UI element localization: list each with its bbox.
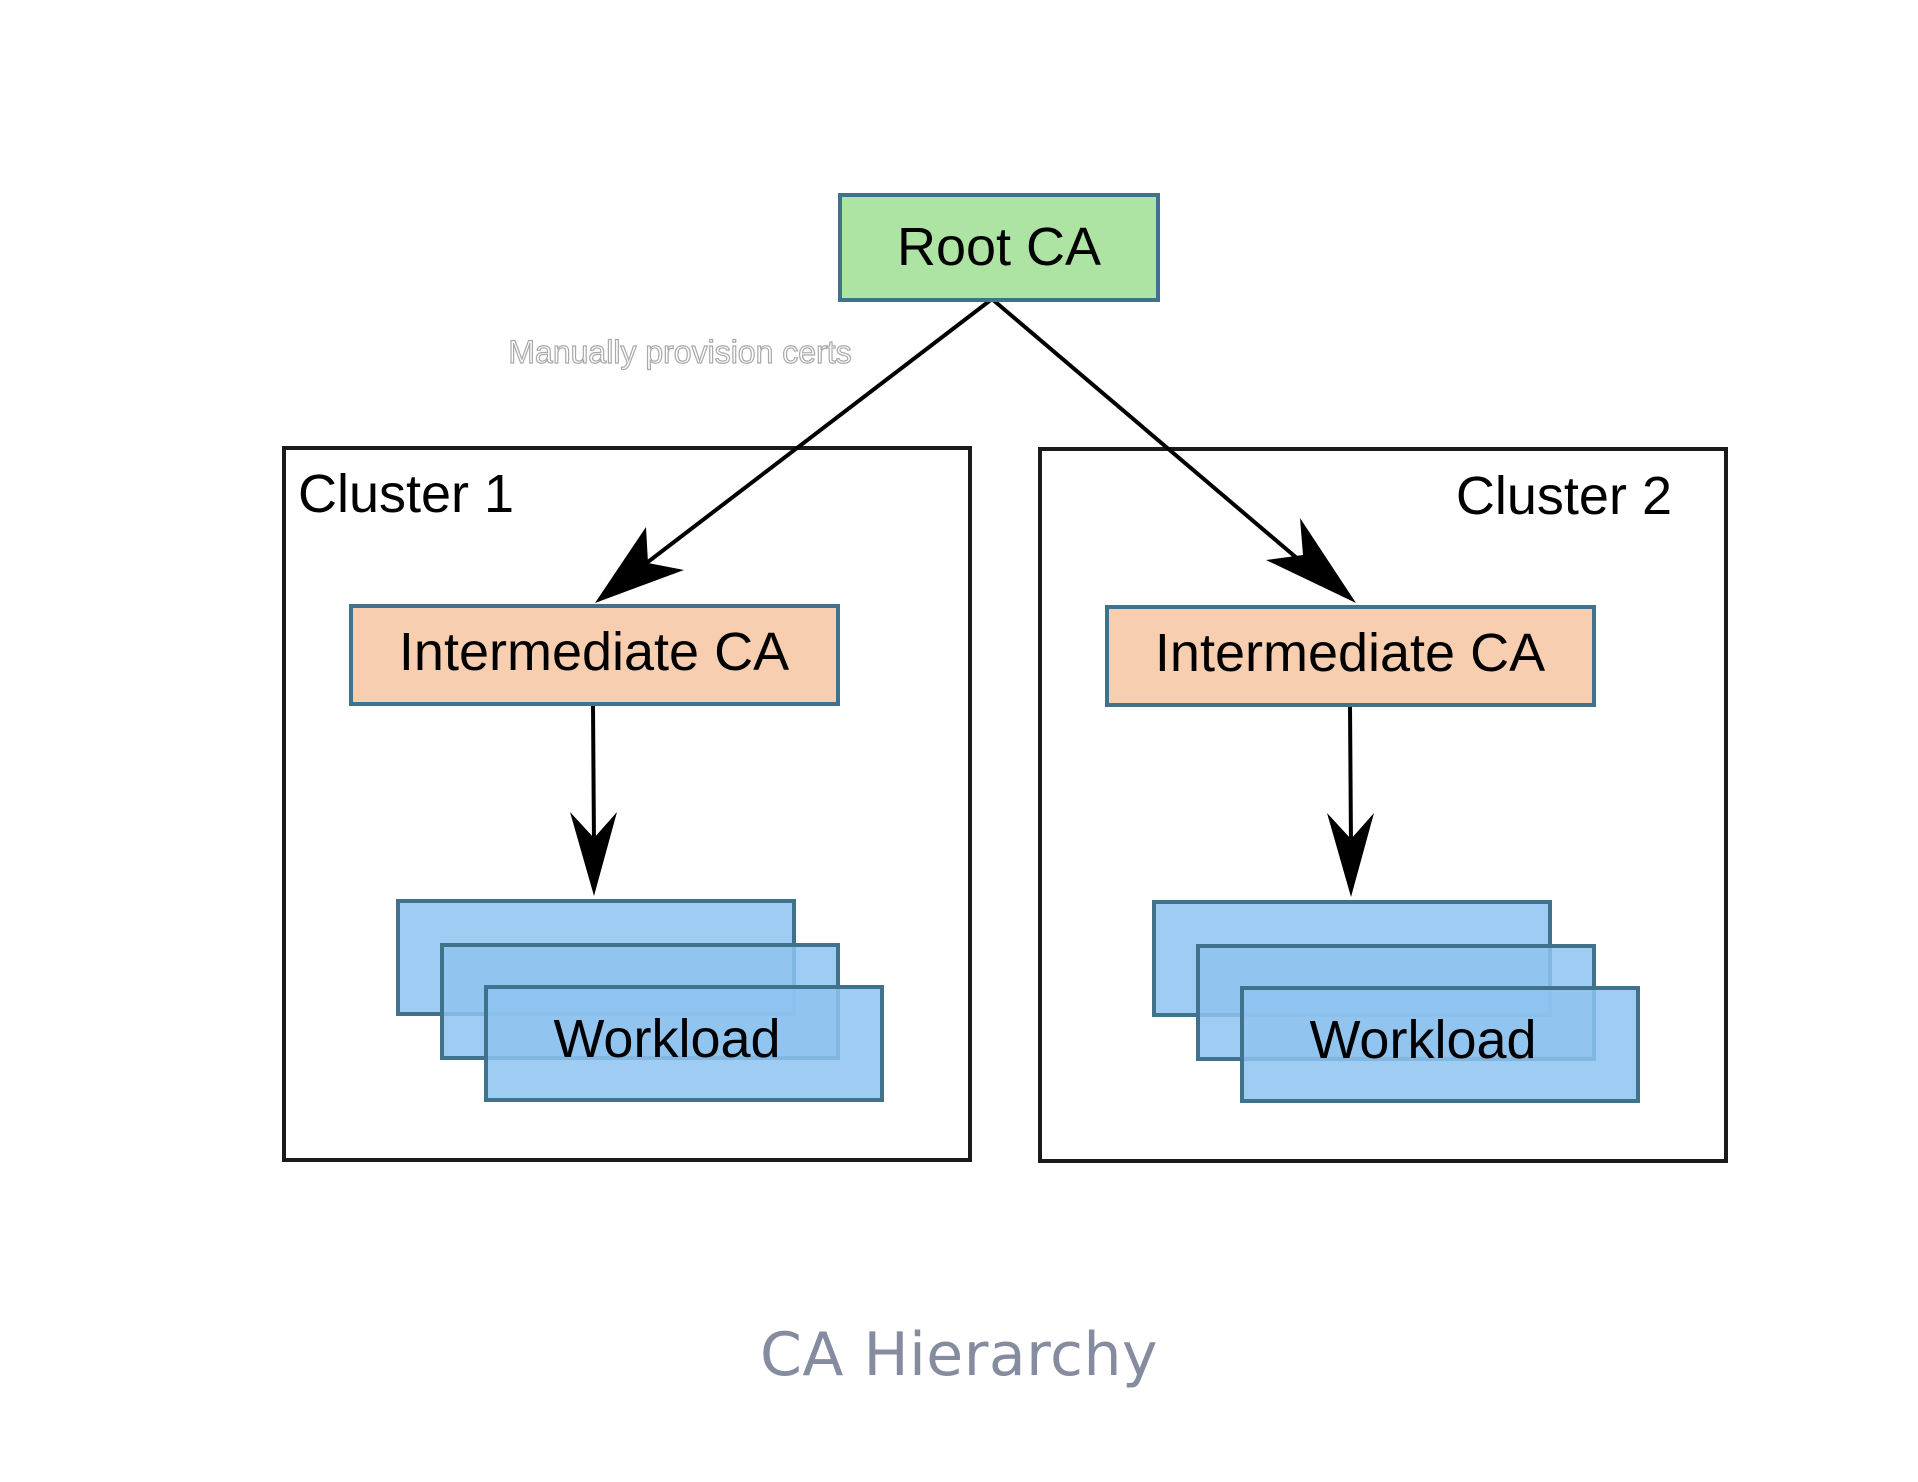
workload-card-front [1240, 986, 1640, 1103]
arrowhead-icon [570, 812, 617, 896]
intermediate-ca-2-label: Intermediate CA [1155, 623, 1545, 683]
edge-label-manual-provision: Manually provision certs [508, 334, 851, 370]
workload-2-label: Workload [1309, 1010, 1536, 1070]
workload-stack-2[interactable]: Workload [1152, 900, 1640, 1103]
edge-intermediate-1-to-workload [570, 704, 617, 896]
cluster-2-label: Cluster 2 [1456, 466, 1672, 526]
arrowhead-icon [595, 527, 684, 603]
workload-1-label: Workload [553, 1009, 780, 1069]
intermediate-ca-1-label: Intermediate CA [399, 622, 789, 682]
edge-root-to-intermediate-1 [595, 297, 994, 603]
cluster-1-border [282, 446, 972, 1162]
workload-card-front [484, 985, 884, 1102]
root-ca-node[interactable]: Root CA [838, 193, 1160, 302]
root-ca-label: Root CA [897, 217, 1101, 277]
edge-intermediate-2-to-workload [1327, 705, 1374, 897]
arrowhead-icon [1266, 518, 1356, 603]
cluster-1: Cluster 1 [282, 446, 972, 1162]
intermediate-ca-node-1[interactable]: Intermediate CA [349, 604, 840, 706]
cluster-2: Cluster 2 [1038, 447, 1728, 1163]
figure-caption: CA Hierarchy [759, 1320, 1159, 1390]
edge-root-to-intermediate-2 [990, 297, 1356, 603]
arrowhead-icon [1327, 813, 1374, 897]
intermediate-ca-node-2[interactable]: Intermediate CA [1105, 605, 1596, 707]
workload-stack-1[interactable]: Workload [396, 899, 884, 1102]
cluster-1-label: Cluster 1 [298, 464, 514, 524]
cluster-2-border [1038, 447, 1728, 1163]
